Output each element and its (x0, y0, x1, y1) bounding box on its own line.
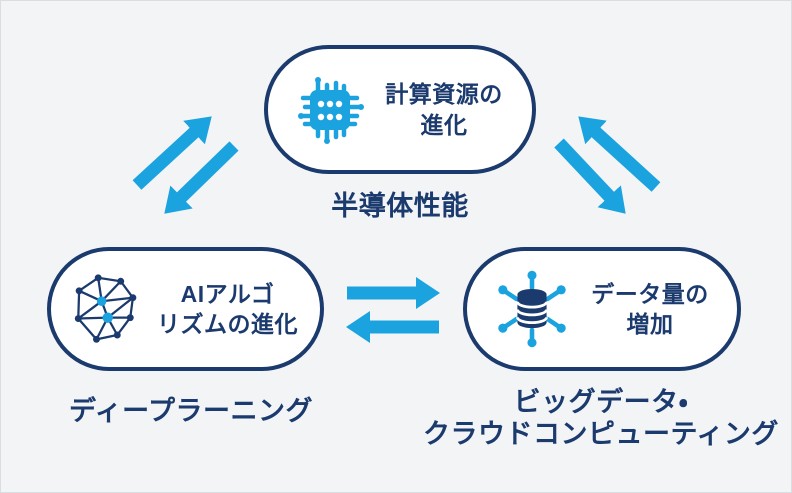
arrow-data-to-computing (578, 116, 661, 192)
node-computing-resources: 計算資源の 進化 (264, 45, 536, 174)
caption-semiconductor-performance: 半導体性能 (331, 191, 469, 221)
node-computing-resources-title: 計算資源の 進化 (385, 81, 503, 138)
arrows-computing-data (554, 116, 661, 214)
arrow-computing-to-data (554, 138, 626, 214)
database-network-icon (491, 268, 573, 350)
caption-bigdata-cloud: ビッグデータ・ クラウドコンピューティング (423, 387, 779, 449)
arrow-ai-to-computing (132, 116, 212, 190)
arrows-ai-computing (132, 116, 239, 214)
node-data-volume-title: データ量の 増加 (591, 280, 709, 337)
node-data-volume: データ量の 増加 (463, 247, 741, 371)
arrow-computing-to-ai (164, 141, 239, 214)
neural-network-icon (67, 270, 145, 348)
arrows-ai-data (346, 277, 440, 343)
node-ai-algorithms: AIアルゴ リズムの進化 (47, 247, 324, 371)
node-ai-algorithms-title: AIアルゴ リズムの進化 (157, 280, 298, 337)
caption-deep-learning: ディープラーニング (69, 396, 313, 426)
chip-icon (294, 74, 366, 146)
